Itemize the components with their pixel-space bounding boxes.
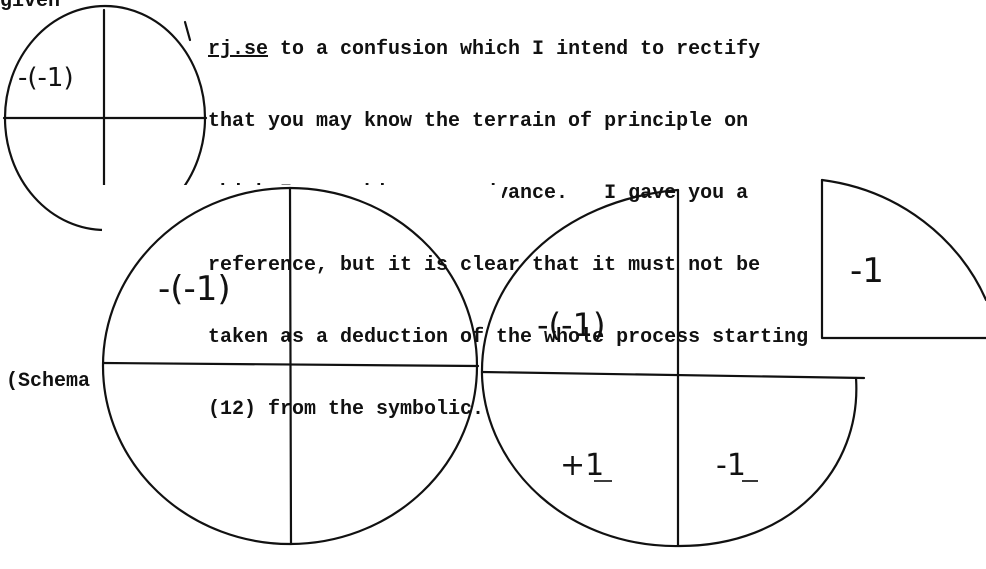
line-1-rest: to a confusion which I intend to rectify bbox=[268, 38, 761, 61]
quarter-piece-label: -1 bbox=[850, 251, 884, 291]
paper-overlap-mask bbox=[102, 185, 502, 215]
quarter-piece-edges bbox=[820, 178, 986, 340]
paragraph-line-2: that you may know the terrain of princip… bbox=[208, 110, 749, 133]
margin-word: given bbox=[0, 0, 61, 13]
paragraph-line-6: (12) from the symbolic. bbox=[208, 398, 485, 421]
large-circle-figure: -(-1) bbox=[101, 186, 480, 546]
large-circle-label: -(-1) bbox=[158, 269, 231, 309]
half-circle-lower-left-label: +1 bbox=[560, 448, 604, 483]
schema-label: (Schema bbox=[6, 370, 91, 393]
small-circle-label: -(-1) bbox=[18, 63, 74, 93]
paper-overlap-mask-2 bbox=[102, 215, 222, 235]
half-circle-upper-label: -(-1) bbox=[537, 306, 605, 344]
quarter-piece-figure: -1 bbox=[820, 178, 986, 340]
small-circle-figure: -(-1) bbox=[2, 4, 208, 232]
half-circle-figure: -(-1) +1 -1 bbox=[480, 188, 866, 548]
underlined-word: rj.se bbox=[208, 38, 269, 61]
paragraph-line-4: reference, but it is clear that it must … bbox=[208, 254, 761, 277]
half-circle-horizontal-axis bbox=[480, 370, 866, 380]
half-circle-lower-right-label: -1 bbox=[716, 448, 746, 483]
small-circle-tick bbox=[183, 20, 192, 42]
large-circle-horizontal-axis bbox=[101, 361, 480, 368]
half-circle-outline bbox=[480, 188, 858, 548]
paragraph-line-1: rj.se to a confusion which I intend to r… bbox=[208, 38, 808, 62]
quarter-piece-arc bbox=[820, 178, 986, 302]
large-circle-vertical-axis bbox=[288, 186, 293, 546]
